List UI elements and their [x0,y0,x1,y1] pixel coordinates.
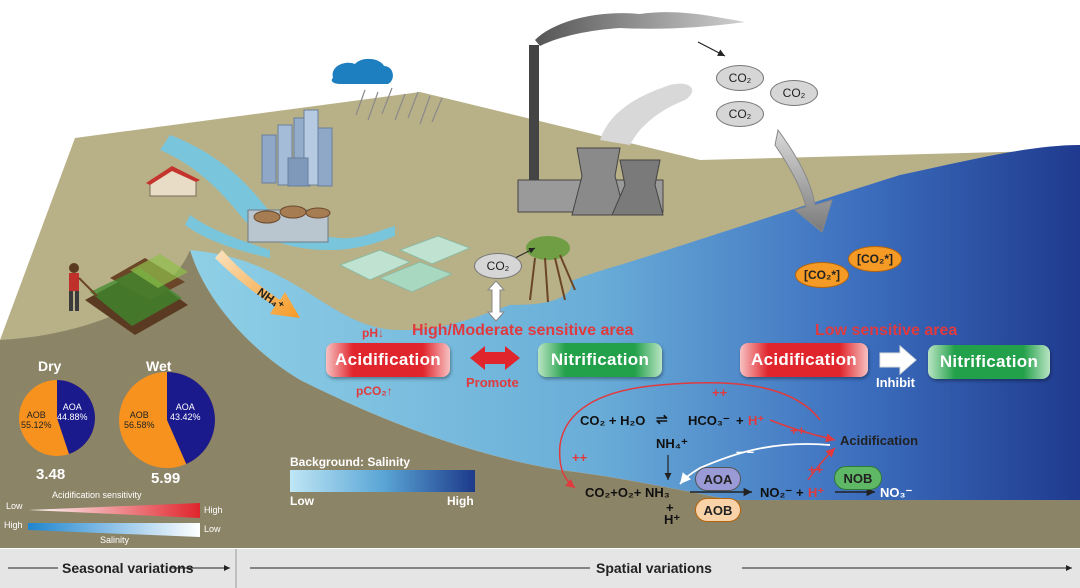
salinity-bar [28,523,200,537]
high-area-title: High/Moderate sensitive area [412,322,634,339]
co2-cloud-mangrove: CO₂ [474,253,522,279]
rain-cloud [331,58,443,125]
river [160,135,395,250]
aob-pill: AOB [695,498,741,522]
low-acidification-box: Acidification [740,343,868,377]
co2-cloud-right: CO₂ [770,80,818,106]
legend-low: Low [290,494,314,508]
nh4-label: NH₄⁺ [656,436,688,451]
eq1-plus: + [736,413,744,428]
no2-label: NO₂⁻ [760,485,793,500]
pp-left: ++ [572,450,588,465]
eq1-arrow: ⇌ [656,411,668,427]
eq1-h: H⁺ [748,413,765,428]
co2-cloud-lower: CO₂ [716,101,764,127]
aoa-pill: AOA [695,467,741,491]
soil-face [0,250,1080,548]
loop-white [679,443,831,485]
mangrove-arrow [514,247,536,259]
h-below: H⁺ [664,512,681,527]
wet-title: Wet [146,358,172,374]
co2-cloud-left: CO₂ [716,65,764,91]
cooling-tower-2 [611,159,664,216]
loop-red-top [558,382,821,489]
promote-label: Promote [466,375,519,390]
inhibit-arrow [879,344,917,376]
acid-high-label: High [204,505,223,515]
seasonal-variations-label: Seasonal variations [62,560,194,576]
salinity-caption: Salinity [100,535,130,545]
acid-low-label: Low [6,501,23,511]
acid-sensitivity-bar [28,503,200,518]
big-co2-arrow [774,128,833,233]
city-buildings [261,109,333,187]
wet-aoa-slice [167,372,215,464]
smoke-arrow [697,41,726,57]
low-nitrification-box: Nitrification [928,345,1050,379]
eq1-left: CO₂ + H₂O [580,413,646,428]
dry-sensitivity-value: 3.48 [36,466,66,483]
dissolved-co2-top: [CO₂*] [848,246,902,272]
acid-caption: Acidification sensitivity [52,490,142,500]
salinity-high-label: High [4,520,23,530]
low-area-title: Low sensitive area [815,322,958,339]
wet-sensitivity-value: 5.99 [151,470,181,487]
eq2-plus: + [796,485,804,500]
pie-dry [19,380,96,456]
pp-right: ++ [790,423,806,438]
high-nitrification-box: Nitrification [538,343,662,377]
eq2-left: CO₂+O₂+ NH₃ [585,485,670,500]
house [146,166,200,197]
aquaculture-ponds [338,235,472,293]
promote-arrow [470,346,520,370]
pco2-up-label: pCO₂↑ [356,384,393,398]
runoff-arrow [215,250,300,318]
loop-red-lower [807,447,836,481]
inhibit-label: Inhibit [876,375,915,390]
steam [600,83,693,145]
eq1-right: HCO₃⁻ [688,413,730,428]
loop-red-right [769,419,836,443]
legend-title: Background: Salinity [290,455,411,469]
dry-title: Dry [38,358,62,374]
farmer [69,263,98,311]
dissolved-co2-bottom: [CO₂*] [795,262,849,288]
crop-field [85,254,188,335]
spatial-variations-label: Spatial variations [596,560,712,576]
dry-aoa-slice [57,380,96,455]
nob-pill: NOB [834,466,882,490]
minus-label: – – [736,444,755,459]
pp-top: ++ [712,385,728,400]
salinity-low-label: Low [204,524,221,534]
treatment-plant [247,205,331,243]
eq2-h: H⁺ [808,485,825,500]
ph-down-label: pH↓ [362,326,384,340]
no3-label: NO₃⁻ [880,485,913,500]
acidification-label: Acidification [840,433,919,448]
mangrove [526,236,576,303]
pp-lower: ++ [808,462,824,477]
river-branch [185,215,270,258]
exchange-arrow [486,280,506,322]
ocean [190,145,1080,520]
plus-below: + [666,500,674,515]
high-acidification-box: Acidification [326,343,450,377]
salinity-legend-bar [290,470,475,492]
chimney [529,45,539,185]
legend-high: High [447,494,474,508]
smoke [535,12,745,46]
pie-wet [119,372,215,468]
